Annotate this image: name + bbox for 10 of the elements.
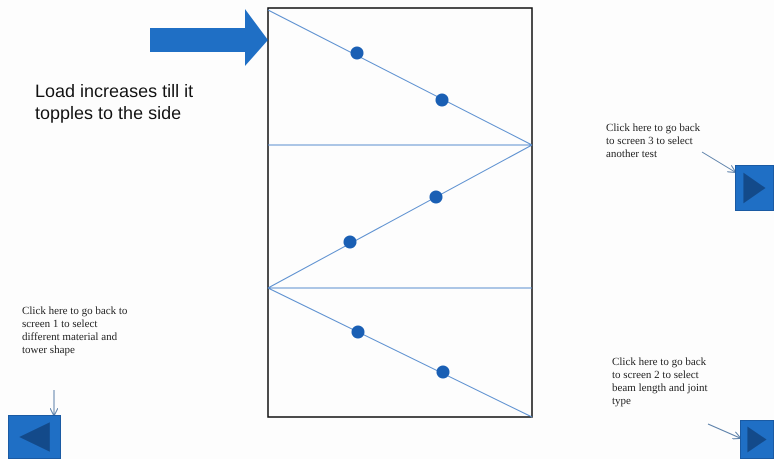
leader-line: [50, 390, 58, 416]
nav-button: [740, 420, 774, 459]
instruction-note: Click here to go back to screen 1 to select different material and tower shape: [22, 305, 128, 357]
instruction-note: Click here to go back to screen 3 to select another test: [606, 122, 702, 161]
instruction-note: Click here to go back to screen 2 to select beam length and joint type: [612, 356, 708, 408]
leader-line: [702, 152, 736, 174]
nav-button: [735, 165, 774, 211]
leader-line: [708, 424, 742, 440]
annotation-text: Load increases till it topples to the side: [35, 80, 194, 124]
nav-button: [8, 415, 61, 459]
